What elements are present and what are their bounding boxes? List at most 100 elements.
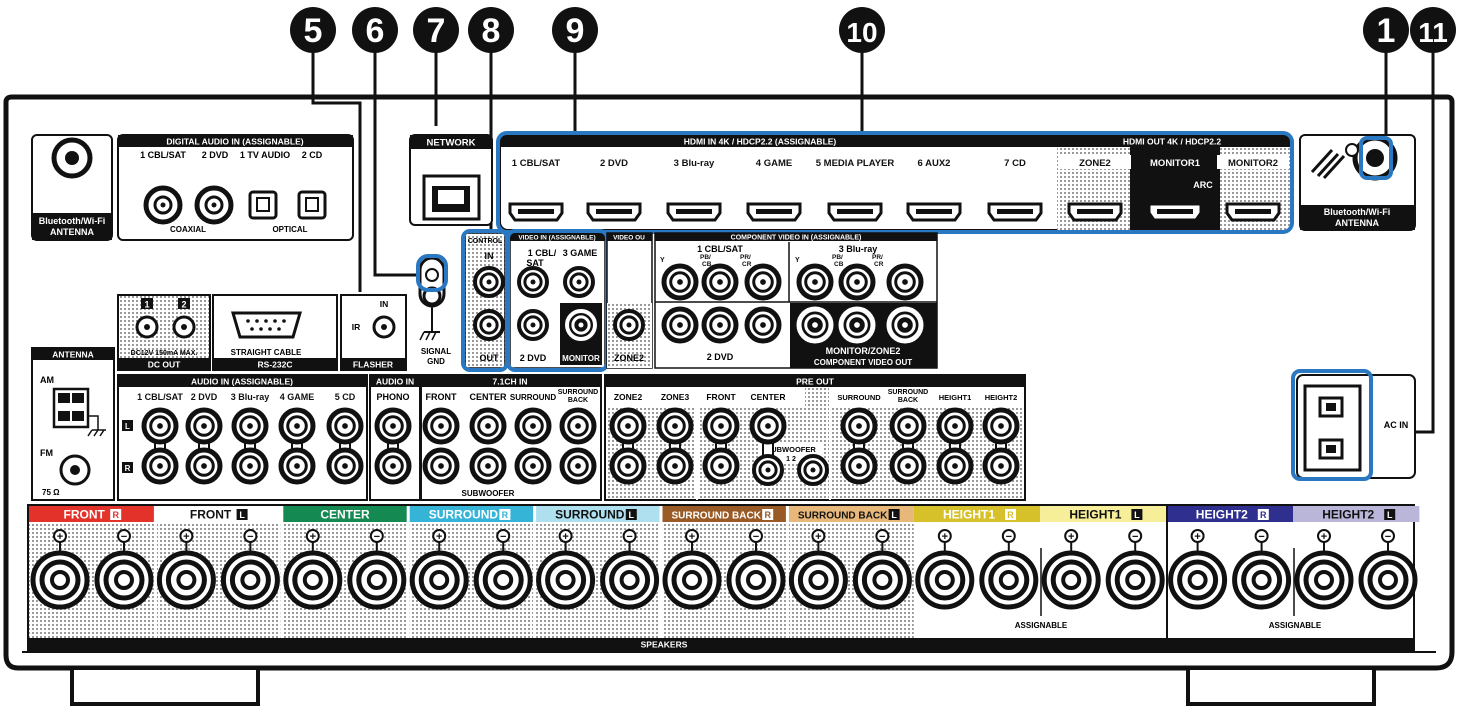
video-in-cbl-jack[interactable] [517,266,549,298]
speaker-label: CENTER [320,508,370,522]
ch71-jack-bottom-3[interactable] [514,447,552,485]
component-dvd-jack-3[interactable] [744,306,782,344]
callout-number: 10 [846,17,877,48]
assignable-label-1: ASSIGNABLE [1015,621,1068,630]
speaker-terminal-plus[interactable] [1041,550,1101,610]
remote-in-jack[interactable] [473,266,505,298]
speaker-terminal-minus[interactable] [220,550,280,610]
speaker-terminal-minus[interactable] [1232,550,1292,610]
pre-out-top-jack-1[interactable] [609,407,647,445]
speaker-terminal-plus[interactable] [30,550,90,610]
pre-out-bottom-jack-3[interactable] [702,447,740,485]
callout-11-highlight [1291,369,1373,481]
audio-in-l-jack-3[interactable] [231,407,269,445]
speaker-terminal-minus[interactable] [1358,550,1418,610]
fm-ohm: 75 Ω [42,488,60,497]
ch71-jack-top-1[interactable] [422,407,460,445]
speaker-terminal-plus[interactable] [1168,550,1228,610]
audio-in-l-jack-1[interactable] [141,407,179,445]
ch71-jack-top-4[interactable] [559,407,597,445]
video-in-game-jack[interactable] [563,266,595,298]
component-cbl-jack-1[interactable] [661,263,699,301]
pre-out-bottom-jack-6[interactable] [889,447,927,485]
pre-out-front: FRONT [706,392,736,402]
speaker-terminal-plus[interactable] [662,550,722,610]
pre-out-bottom-jack-2[interactable] [656,447,694,485]
pre-out-subwoofer-jack-2[interactable] [797,454,829,486]
pre-out-bottom-jack-7[interactable] [936,447,974,485]
audio-in-l-jack-2[interactable] [185,407,223,445]
phono-l-jack[interactable] [374,407,412,445]
ch71-jack-top-2[interactable] [469,407,507,445]
speaker-terminal-plus[interactable] [536,550,596,610]
component-dvd-jack-1[interactable] [661,306,699,344]
callout-6: 6 [352,7,398,53]
audio-in-l-jack-5[interactable] [326,407,364,445]
bt-antenna-left-label: Bluetooth/Wi-Fi [39,216,105,226]
speaker-terminal-plus[interactable] [1294,550,1354,610]
speaker-terminal-minus[interactable] [473,550,533,610]
callout-7: 7 [413,7,459,53]
phono-r-jack[interactable] [374,447,412,485]
audio-in-r-jack-1[interactable] [141,447,179,485]
speaker-terminal-minus[interactable] [852,550,912,610]
video-monitor-out-jack[interactable] [565,309,597,341]
video-in-dvd-jack[interactable] [517,309,549,341]
speaker-terminal-plus[interactable] [788,550,848,610]
component-bluray-jack-1[interactable] [796,263,834,301]
audio-in-r-jack-5[interactable] [326,447,364,485]
pre-out-top-jack-5[interactable] [840,407,878,445]
ch71-jack-bottom-2[interactable] [469,447,507,485]
ch71-jack-bottom-1[interactable] [422,447,460,485]
pre-out-top-jack-6[interactable] [889,407,927,445]
speaker-terminal-plus[interactable] [283,550,343,610]
pre-out-top-jack-4[interactable] [749,407,787,445]
audio-in-l-jack-4[interactable] [278,407,316,445]
pre-out-top-jack-3[interactable] [702,407,740,445]
hdmi-in-label-5: 5 MEDIA PLAYER [816,158,895,169]
audio-in-r-jack-3[interactable] [231,447,269,485]
component-out-jack-3[interactable] [886,306,924,344]
component-bluray-jack-3[interactable] [886,263,924,301]
pre-out-top-jack-2[interactable] [656,407,694,445]
network-label: NETWORK [426,138,475,149]
component-out-jack-1[interactable] [796,306,834,344]
speaker-terminal-minus[interactable] [600,550,660,610]
dc-out-title: DC OUT [148,360,181,370]
pre-out-bottom-jack-8[interactable] [982,447,1020,485]
speaker-terminal-plus[interactable] [915,550,975,610]
speaker-terminal-plus[interactable] [156,550,216,610]
component-dvd-jack-2[interactable] [701,306,739,344]
ch71-jack-top-3[interactable] [514,407,552,445]
hdmi-section: HDMI IN 4K / HDCP2.2 (ASSIGNABLE) HDMI O… [496,131,1294,234]
audio-in-r-jack-4[interactable] [278,447,316,485]
speaker-terminal-plus[interactable] [409,550,469,610]
speaker-terminal-minus[interactable] [979,550,1039,610]
component-cbl-jack-3[interactable] [744,263,782,301]
speaker-terminal-minus[interactable] [347,550,407,610]
pre-out-top-jack-8[interactable] [982,407,1020,445]
component-cbl-jack-2[interactable] [701,263,739,301]
rs232c-port[interactable] [231,311,302,339]
pre-out-subwoofer-jack-1[interactable] [752,454,784,486]
gnd-label: GND [427,357,445,366]
speaker-side: R [1007,510,1014,520]
video-in-section: VIDEO IN (ASSIGNABLE) 1 CBL/ SAT 3 GAME … [506,229,609,372]
audio-in-r: R [125,464,131,473]
component-out-jack-2[interactable] [838,306,876,344]
pre-out-bottom-jack-1[interactable] [609,447,647,485]
speaker-terminal-minus[interactable] [726,550,786,610]
flasher-in: IN [380,299,389,309]
video-zone2-out-jack[interactable] [613,309,645,341]
pre-out-bottom-jack-5[interactable] [840,447,878,485]
remote-out-jack[interactable] [473,309,505,341]
ch71-jack-bottom-4[interactable] [559,447,597,485]
speaker-terminal-minus[interactable] [1105,550,1165,610]
speaker-terminal-minus[interactable] [94,550,154,610]
component-bluray-jack-2[interactable] [838,263,876,301]
audio-in-r-jack-2[interactable] [185,447,223,485]
pre-out-top-jack-7[interactable] [936,407,974,445]
